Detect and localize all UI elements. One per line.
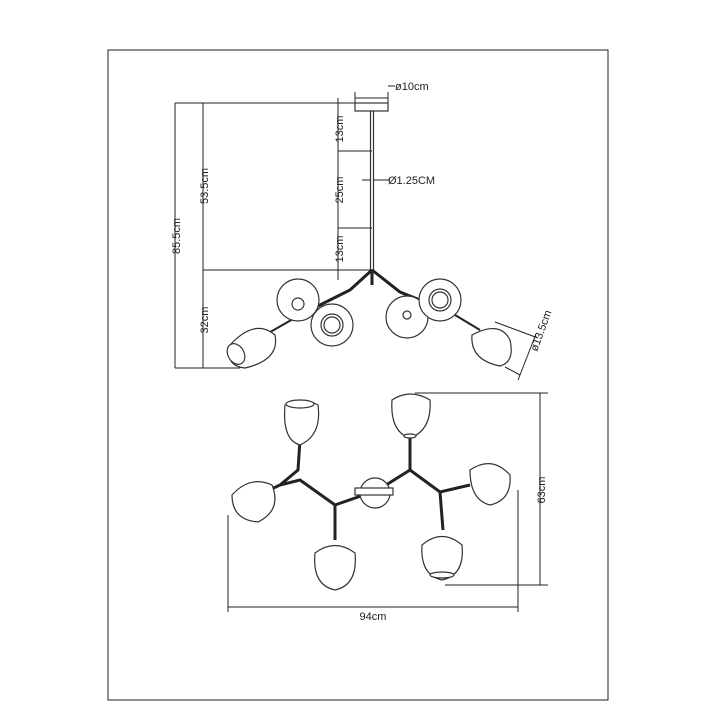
- side-view: ø10cm 85.5cm 53.5cm 32cm 13cm 25cm 13cm …: [171, 81, 555, 381]
- rod-segment-mid-label: 25cm: [334, 177, 346, 204]
- rod-segment-top-label: 13cm: [334, 116, 346, 143]
- width-label: 94cm: [360, 611, 387, 623]
- drawing-frame: [107, 49, 609, 701]
- top-view: 63cm 94cm: [227, 392, 548, 623]
- rod-segment-bottom-label: 13cm: [334, 236, 346, 263]
- globe-diameter-label: ø13.5cm: [529, 309, 555, 353]
- rod-height-label: 53.5cm: [199, 168, 211, 204]
- rod: [369, 110, 375, 271]
- total-height-label: 85.5cm: [171, 218, 183, 254]
- body-height-label: 32cm: [199, 307, 211, 334]
- rod-diameter-label: Ø1.25CM: [388, 175, 435, 187]
- depth-label: 63cm: [536, 477, 548, 504]
- canopy-diameter-label: ø10cm: [395, 81, 429, 93]
- canopy: [354, 102, 389, 112]
- frame-arms: [264, 438, 471, 540]
